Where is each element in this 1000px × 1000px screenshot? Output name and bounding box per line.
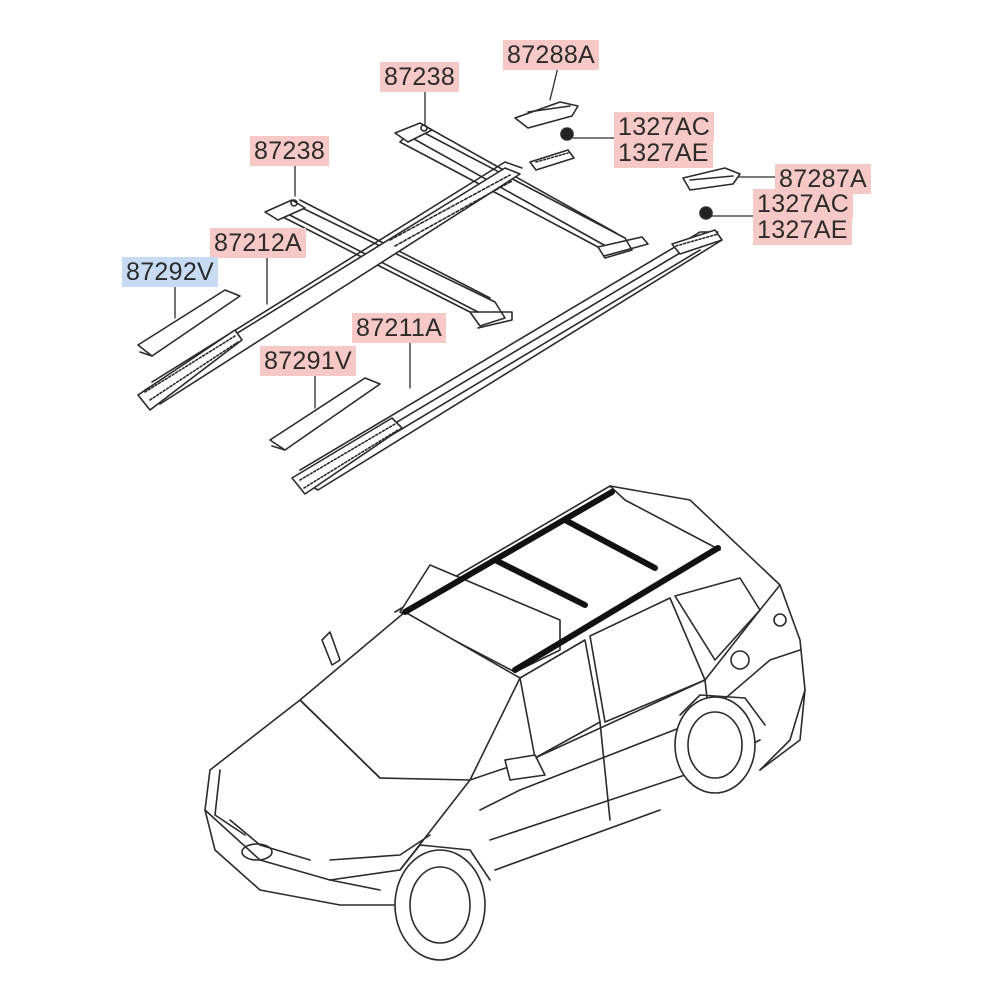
label-bolt-rear-a[interactable]: 1327AC <box>614 112 715 142</box>
label-cover-right[interactable]: 87291V <box>260 346 356 376</box>
label-bolt-right-b[interactable]: 1327AE <box>753 215 852 245</box>
label-rear-cover[interactable]: 87288A <box>503 40 599 70</box>
roof-rail-right[interactable] <box>291 229 723 495</box>
label-rail-left[interactable]: 87212A <box>210 228 306 258</box>
vehicle-roof-rails <box>402 489 721 673</box>
label-crossbar-front[interactable]: 87238 <box>250 136 330 166</box>
label-rail-right[interactable]: 87211A <box>352 313 447 343</box>
cover-87288a[interactable] <box>514 101 579 129</box>
leader-lines <box>174 66 776 409</box>
cover-87287a[interactable] <box>682 167 741 191</box>
cover-87292v[interactable] <box>137 289 241 357</box>
label-bolt-rear-b[interactable]: 1327AE <box>614 138 713 168</box>
label-crossbar-rear[interactable]: 87238 <box>380 62 460 92</box>
label-cover-left[interactable]: 87292V <box>122 257 218 287</box>
bolt-right[interactable] <box>699 206 713 220</box>
label-bolt-right-a[interactable]: 1327AC <box>753 189 854 219</box>
bracket-rear[interactable] <box>529 149 575 171</box>
crossbar-rear[interactable] <box>394 122 649 259</box>
roof-rail-left[interactable] <box>137 161 523 411</box>
bolt-rear[interactable] <box>560 127 574 141</box>
cover-87291v[interactable] <box>269 377 381 451</box>
